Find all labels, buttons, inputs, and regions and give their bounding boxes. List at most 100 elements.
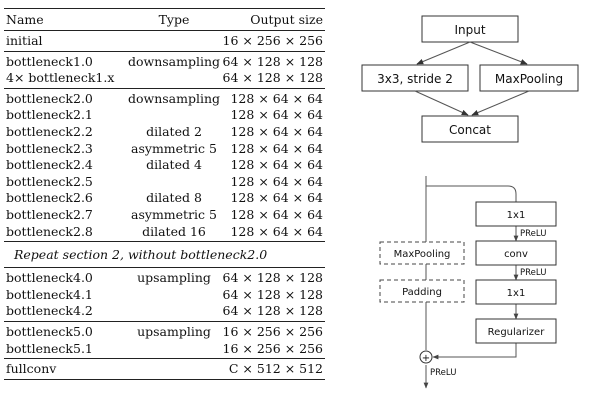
header-rule — [4, 30, 325, 31]
table-row: 4× bottleneck1.x 64 × 128 × 128 — [4, 70, 325, 87]
table-row: bottleneck4.2 64 × 128 × 128 — [4, 303, 325, 320]
prelu-1-label: PReLU — [520, 229, 546, 239]
conv-node: 3x3, stride 2 — [361, 64, 469, 92]
cell-output-size: 128 × 64 × 64 — [230, 223, 323, 239]
cell-output-size: 128 × 64 × 64 — [230, 173, 323, 189]
table-top-rule — [4, 8, 325, 9]
maxpool-node: MaxPooling — [479, 64, 579, 92]
main-conv-node: conv — [475, 240, 557, 266]
cell-name: bottleneck5.0 — [6, 323, 93, 339]
cell-type: dilated 2 — [146, 123, 202, 139]
table-row: initial 16 × 256 × 256 — [4, 33, 325, 50]
table-body: initial 16 × 256 × 256 bottleneck1.0 downsa… — [4, 31, 325, 379]
cell-output-size: 16 × 256 × 256 — [222, 323, 323, 339]
add-symbol: + — [422, 353, 430, 364]
cell-output-size: 128 × 64 × 64 — [230, 157, 323, 173]
group-separator — [4, 358, 325, 360]
side-padding-node: Padding — [379, 279, 465, 303]
cell-name: bottleneck2.8 — [6, 223, 93, 239]
table-row: bottleneck2.2 dilated 2 128 × 64 × 64 — [4, 124, 325, 141]
cell-output-size: 64 × 128 × 128 — [222, 70, 323, 86]
cell-name: bottleneck5.1 — [6, 340, 93, 356]
header-type: Type — [158, 12, 190, 27]
cell-name: bottleneck2.7 — [6, 206, 93, 222]
side-padding-label: Padding — [402, 287, 442, 298]
table-bottom-rule — [4, 378, 325, 380]
cell-name: bottleneck2.3 — [6, 140, 93, 156]
concat-label: Concat — [449, 123, 491, 137]
cell-name: bottleneck4.2 — [6, 303, 93, 319]
cell-name: bottleneck2.6 — [6, 190, 93, 206]
input-label: Input — [454, 23, 485, 37]
table-header: Name Type Output size — [4, 9, 325, 30]
group-separator — [4, 320, 325, 322]
main-1x1-a-label: 1x1 — [507, 210, 526, 221]
cell-type: asymmetric 5 — [131, 140, 217, 156]
cell-output-size: 128 × 64 × 64 — [230, 107, 323, 123]
cell-output-size: 16 × 256 × 256 — [222, 340, 323, 356]
cell-name: initial — [6, 33, 43, 48]
arrow-input-to-conv — [416, 41, 471, 65]
cell-output-size: 128 × 64 × 64 — [230, 90, 323, 106]
cell-output-size: 64 × 128 × 128 — [222, 303, 323, 319]
regularizer-node: Regularizer — [475, 318, 557, 344]
bottleneck-block-diagram: MaxPooling Padding 1x1 PReLU conv PReLU … — [379, 176, 557, 389]
table-row: bottleneck5.1 16 × 256 × 256 — [4, 341, 325, 358]
table-group: Repeat section 2, without bottleneck2.0 — [4, 242, 325, 267]
cell-name: fullconv — [6, 361, 57, 377]
cell-output-size: C × 512 × 512 — [228, 361, 323, 377]
cell-output-size: 64 × 128 × 128 — [222, 53, 323, 69]
cell-name: bottleneck2.0 — [6, 90, 93, 106]
arrow-input-to-maxpool — [469, 41, 528, 65]
side-maxpool-node: MaxPooling — [379, 241, 465, 265]
branch-line — [426, 185, 517, 202]
group-separator — [4, 87, 325, 89]
cell-name: bottleneck4.1 — [6, 286, 93, 302]
main-conv-label: conv — [504, 249, 528, 260]
main-1x1-b-label: 1x1 — [507, 288, 526, 299]
header-name: Name — [6, 12, 44, 27]
arrow-maxpool-to-concat — [471, 90, 530, 116]
table-row: bottleneck2.8 dilated 16 128 × 64 × 64 — [4, 224, 325, 241]
cell-output-size: 128 × 64 × 64 — [230, 123, 323, 139]
group-separator — [4, 267, 325, 269]
table-row: fullconv C × 512 × 512 — [4, 361, 325, 378]
prelu-2-label: PReLU — [520, 268, 546, 278]
cell-output-size: 16 × 256 × 256 — [222, 33, 323, 48]
cell-name: 4× bottleneck1.x — [6, 70, 115, 86]
main-1x1-b-node: 1x1 — [475, 279, 557, 305]
table-group: initial 16 × 256 × 256 — [4, 31, 325, 51]
cell-type: downsampling — [127, 53, 221, 69]
cell-name: bottleneck2.4 — [6, 157, 93, 173]
cell-name: bottleneck1.0 — [6, 53, 93, 69]
architecture-table: Name Type Output size initial 16 × 256 × … — [4, 8, 325, 380]
merge-line — [432, 343, 517, 360]
cell-type: upsampling — [137, 270, 211, 286]
cell-output-size: 128 × 64 × 64 — [230, 190, 323, 206]
table-row: bottleneck4.0 upsampling 64 × 128 × 128 — [4, 270, 325, 287]
concat-node: Concat — [421, 115, 519, 143]
cell-type: asymmetric 5 — [131, 206, 217, 222]
arrow-conv-to-concat — [414, 90, 469, 116]
initial-block-diagram: Input 3x3, stride 2 MaxPooling Concat — [361, 15, 579, 143]
cell-name: bottleneck4.0 — [6, 270, 93, 286]
add-node: + — [419, 350, 433, 364]
cell-type: dilated 16 — [142, 223, 206, 239]
cell-type: dilated 8 — [146, 190, 202, 206]
cell-name: bottleneck2.2 — [6, 123, 93, 139]
side-maxpool-label: MaxPooling — [394, 249, 451, 260]
cell-output-size: 64 × 128 × 128 — [222, 270, 323, 286]
header-output-size: Output size — [250, 12, 323, 27]
